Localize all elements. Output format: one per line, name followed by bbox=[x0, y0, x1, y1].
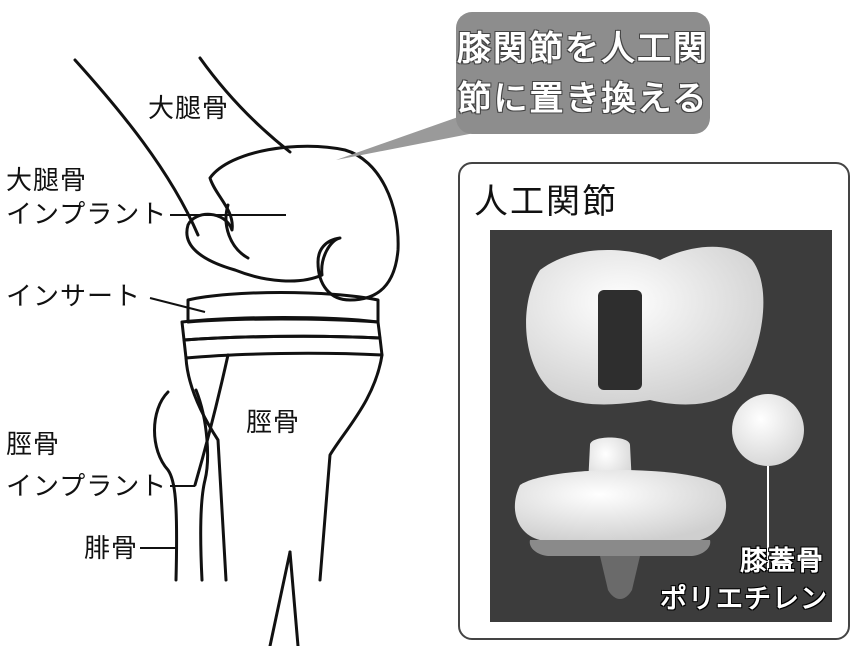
leader-insert bbox=[149, 297, 206, 313]
tibial-stem bbox=[600, 556, 640, 599]
callout-bubble: 膝関節を人工関 節に置き換える bbox=[456, 12, 710, 134]
fibula-right bbox=[194, 388, 210, 582]
fibula-label: 腓骨 bbox=[84, 534, 139, 564]
inset-title: 人工関節 bbox=[474, 182, 618, 222]
fibula bbox=[153, 390, 179, 582]
femoral-component bbox=[526, 246, 764, 405]
callout-line-1: 膝関節を人工関 bbox=[457, 29, 709, 69]
implant-illustration bbox=[514, 246, 804, 599]
polyethylene-label: ポリエチレン bbox=[660, 584, 828, 615]
tibial-tray bbox=[529, 540, 711, 556]
pointer-line-2 bbox=[288, 550, 300, 646]
insert-label: インサート bbox=[6, 282, 142, 312]
tibia-outline-right bbox=[318, 353, 384, 582]
femur-implant bbox=[185, 144, 400, 302]
tibia-implant-stem bbox=[193, 353, 230, 487]
femoral-window bbox=[598, 290, 642, 390]
femur-implant-label-2: インプラント bbox=[6, 200, 168, 230]
femur-shaft bbox=[73, 58, 200, 237]
femur-implant-inner bbox=[224, 203, 250, 260]
patella-label: 膝蓋骨 bbox=[740, 546, 824, 577]
tibia-implant-label-2: インプラント bbox=[6, 472, 168, 502]
tibial-insert bbox=[514, 470, 727, 540]
tibia-plate-2 bbox=[182, 334, 384, 360]
tibia-implant-label-1: 脛骨 bbox=[6, 430, 61, 460]
femur-implant-label-1: 大腿骨 bbox=[6, 166, 88, 196]
artificial-joint-photo: 膝蓋骨 ポリエチレン bbox=[490, 230, 832, 622]
femur-label: 大腿骨 bbox=[148, 94, 230, 124]
femur-shaft-rear bbox=[198, 56, 292, 154]
callout-line-2: 節に置き換える bbox=[457, 79, 709, 119]
tibia-outline bbox=[184, 356, 228, 582]
patella-component bbox=[732, 394, 804, 466]
tibia-label: 脛骨 bbox=[246, 408, 301, 438]
pointer-line-1 bbox=[268, 550, 292, 646]
